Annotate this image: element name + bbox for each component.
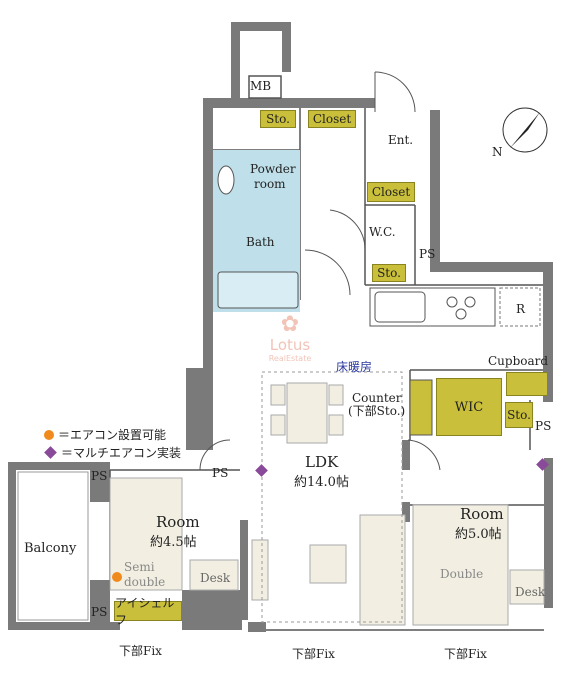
mb-label: MB bbox=[250, 79, 272, 93]
logo-sub: RealEstate bbox=[268, 354, 312, 363]
powder-label-2: room bbox=[254, 177, 286, 191]
refrigerator bbox=[499, 287, 541, 327]
semi-double-bed bbox=[109, 477, 183, 591]
cupboard-storage bbox=[506, 372, 548, 396]
room2-label: Room bbox=[460, 505, 504, 523]
storage-wic: Sto. bbox=[505, 402, 533, 428]
floor-heating-label: 床暖房 bbox=[336, 360, 373, 374]
aircon-possible-icon bbox=[112, 572, 122, 582]
ps-right: PS bbox=[535, 419, 552, 433]
closet-top: Closet bbox=[308, 110, 356, 128]
dining-chairs bbox=[270, 384, 344, 436]
powder-label-1: Powder bbox=[250, 162, 296, 176]
legend-multi-aircon-text: ＝マルチエアコン実装 bbox=[61, 446, 182, 460]
legend-multi-aircon: ＝マルチエアコン実装 bbox=[44, 444, 181, 461]
room1-label: Room bbox=[156, 513, 200, 531]
double-bed bbox=[412, 504, 509, 626]
thin-walls bbox=[109, 75, 544, 631]
wash-basin bbox=[217, 165, 235, 195]
semi-double-1: Semi bbox=[124, 560, 155, 574]
fix-mid: 下部Fix bbox=[292, 647, 335, 661]
eye-shelf: アイシェルフ bbox=[114, 596, 182, 627]
desk-1 bbox=[189, 559, 239, 591]
orange-dot-icon bbox=[44, 429, 54, 440]
coffee-table bbox=[309, 544, 347, 584]
counter-label-1: Counter bbox=[352, 391, 402, 405]
desk1-label: Desk bbox=[200, 571, 231, 585]
lotus-logo: ✿ Lotus RealEstate bbox=[258, 314, 322, 364]
cupboard-label: Cupboard bbox=[488, 354, 549, 368]
bath-label: Bath bbox=[246, 235, 275, 249]
counter-label-2: (下部Sto.) bbox=[348, 404, 406, 418]
double-bed-label: Double bbox=[440, 567, 484, 581]
sofa bbox=[359, 514, 406, 626]
fix-right: 下部Fix bbox=[444, 647, 487, 661]
stove-burner bbox=[464, 296, 476, 308]
wc-label: W.C. bbox=[369, 225, 396, 239]
bathtub bbox=[217, 271, 299, 309]
ps-wc: PS bbox=[419, 247, 436, 261]
sink bbox=[374, 291, 426, 323]
legend-aircon-possible: ＝エアコン設置可能 bbox=[44, 426, 166, 443]
ps-ldk: PS bbox=[212, 466, 229, 480]
ps-balcony-bottom: PS bbox=[91, 605, 108, 619]
semi-double-2: double bbox=[124, 575, 166, 589]
stove-burner bbox=[455, 308, 467, 320]
room1-size: 約4.5帖 bbox=[150, 535, 197, 550]
refrigerator-label: R bbox=[516, 302, 526, 316]
floor-heating-area bbox=[261, 371, 403, 623]
balcony-rail bbox=[17, 471, 89, 621]
counter-storage bbox=[409, 379, 433, 436]
dining-table bbox=[286, 382, 328, 444]
doors bbox=[199, 71, 441, 471]
balcony-label: Balcony bbox=[24, 541, 77, 556]
wic: WIC bbox=[436, 378, 502, 436]
legend-aircon-possible-text: ＝エアコン設置可能 bbox=[58, 428, 167, 442]
desk2-label: Desk bbox=[515, 585, 546, 599]
compass-arrow-icon bbox=[502, 107, 548, 153]
compass-label: N bbox=[492, 145, 503, 159]
logo-name: Lotus bbox=[269, 336, 311, 354]
ldk-label: LDK bbox=[305, 453, 339, 471]
storage-wc: Sto. bbox=[372, 264, 406, 282]
fix-left: 下部Fix bbox=[119, 644, 162, 658]
ps-balcony-top: PS bbox=[91, 469, 108, 483]
desk-2 bbox=[509, 569, 545, 605]
stove-burner bbox=[446, 296, 458, 308]
closet-entrance: Closet bbox=[367, 182, 415, 202]
purple-diamond-icon bbox=[44, 446, 57, 459]
ldk-size: 約14.0帖 bbox=[294, 475, 349, 490]
entrance-label: Ent. bbox=[388, 133, 414, 147]
storage-top: Sto. bbox=[260, 110, 296, 128]
walls bbox=[8, 22, 553, 632]
room2-size: 約5.0帖 bbox=[455, 527, 502, 542]
tv-stand bbox=[251, 539, 269, 601]
